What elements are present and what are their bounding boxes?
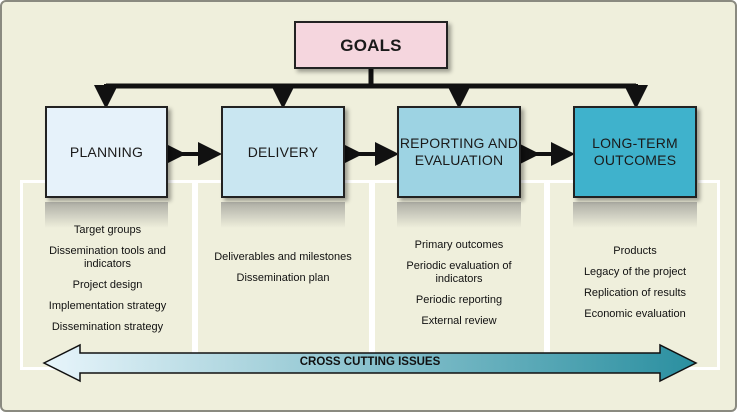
list-item: Periodic evaluation of indicators bbox=[406, 260, 512, 285]
reflection-reporting bbox=[397, 202, 521, 228]
list-item: Legacy of the project bbox=[583, 266, 687, 278]
list-item: Deliverables and milestones bbox=[214, 251, 352, 263]
list-item: Dissemination tools and indicators bbox=[49, 245, 166, 270]
stage-label-planning: PLANNING bbox=[69, 143, 144, 160]
delivery-items: Deliverables and milestones Disseminatio… bbox=[212, 251, 354, 293]
cross-cutting-arrow bbox=[42, 343, 698, 383]
reporting-items: Primary outcomes Periodic evaluation of … bbox=[387, 239, 531, 336]
list-item: Dissemination plan bbox=[236, 272, 330, 284]
list-item: Primary outcomes bbox=[414, 239, 504, 251]
list-item: Implementation strategy bbox=[48, 300, 167, 312]
column-frame-top-5 bbox=[698, 180, 720, 183]
list-item: Target groups bbox=[73, 224, 142, 236]
list-item: External review bbox=[421, 315, 497, 327]
stage-box-outcomes: LONG-TERM OUTCOMES bbox=[573, 106, 697, 198]
outcomes-items: Products Legacy of the project Replicati… bbox=[563, 245, 707, 329]
reflection-planning bbox=[45, 202, 168, 228]
stage-label-reporting: REPORTING AND EVALUATION bbox=[399, 135, 519, 168]
stage-box-delivery: DELIVERY bbox=[221, 106, 345, 198]
list-item: Replication of results bbox=[583, 287, 687, 299]
list-item: Products bbox=[613, 245, 657, 257]
column-frame-top-2 bbox=[167, 180, 221, 183]
stage-label-outcomes: LONG-TERM OUTCOMES bbox=[592, 135, 678, 168]
column-frame-top-4 bbox=[521, 180, 573, 183]
list-item: Economic evaluation bbox=[584, 308, 686, 320]
column-frame-top-1 bbox=[20, 180, 46, 183]
reflection-delivery bbox=[221, 202, 345, 228]
stage-box-reporting: REPORTING AND EVALUATION bbox=[397, 106, 521, 198]
stage-label-delivery: DELIVERY bbox=[247, 143, 319, 160]
stage-box-planning: PLANNING bbox=[45, 106, 168, 198]
cross-cutting-label: CROSS CUTTING ISSUES bbox=[299, 356, 441, 368]
reflection-outcomes bbox=[573, 202, 697, 228]
goals-label: GOALS bbox=[340, 35, 402, 55]
list-item: Dissemination strategy bbox=[51, 321, 164, 333]
planning-items: Target groups Dissemination tools and in… bbox=[30, 224, 185, 342]
list-item: Periodic reporting bbox=[415, 294, 503, 306]
column-frame-top-3 bbox=[344, 180, 398, 183]
list-item: Project design bbox=[72, 279, 143, 291]
goals-box: GOALS bbox=[294, 21, 448, 69]
